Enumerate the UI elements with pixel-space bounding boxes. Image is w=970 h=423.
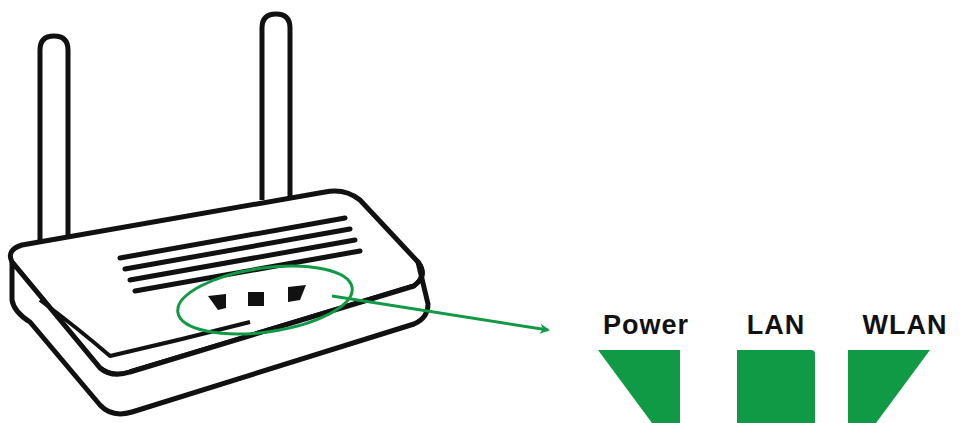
led-label: Power xyxy=(603,312,689,339)
router-body xyxy=(10,14,428,414)
leader-arrow xyxy=(332,296,548,330)
router-front xyxy=(12,262,428,414)
led-icons xyxy=(208,285,306,310)
led-label: LAN xyxy=(747,312,806,339)
highlight-ellipse xyxy=(173,256,356,344)
antenna xyxy=(40,36,68,245)
antenna xyxy=(262,14,290,200)
led-enlarged xyxy=(598,350,930,423)
lan-led xyxy=(737,350,815,423)
vent-slots xyxy=(120,218,360,291)
wlan-led xyxy=(848,350,930,423)
led-label: WLAN xyxy=(863,312,948,339)
power-led xyxy=(598,350,680,423)
